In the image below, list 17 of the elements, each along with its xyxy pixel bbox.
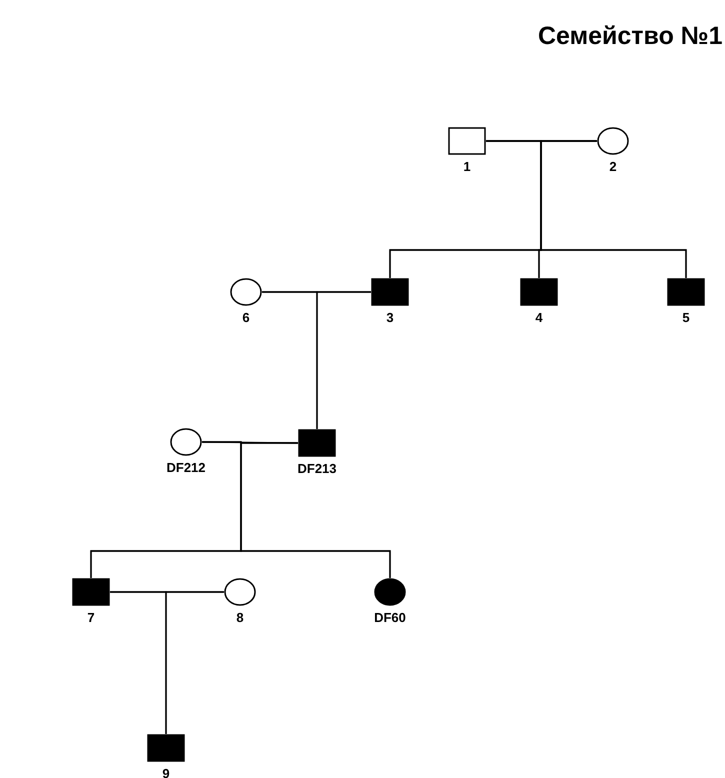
individual-label: 2 [608,159,618,174]
descent-line [165,591,224,734]
individual-label: 1 [462,159,472,174]
individual-label: DF212 [165,460,207,475]
descent-line [240,442,391,578]
individual-label: 8 [235,610,245,625]
individual-label: DF60 [373,610,407,625]
individual-label: 9 [161,766,171,778]
individual-label: 6 [241,310,251,325]
individual-label: 5 [681,310,691,325]
individual-label: DF213 [296,461,338,476]
descent-line [540,140,687,278]
individual-label: 7 [86,610,96,625]
diagram-title: Семейство №1 [538,22,723,51]
individual-label: 4 [534,310,544,325]
individual-label: 3 [385,310,395,325]
descent-line [316,291,371,429]
